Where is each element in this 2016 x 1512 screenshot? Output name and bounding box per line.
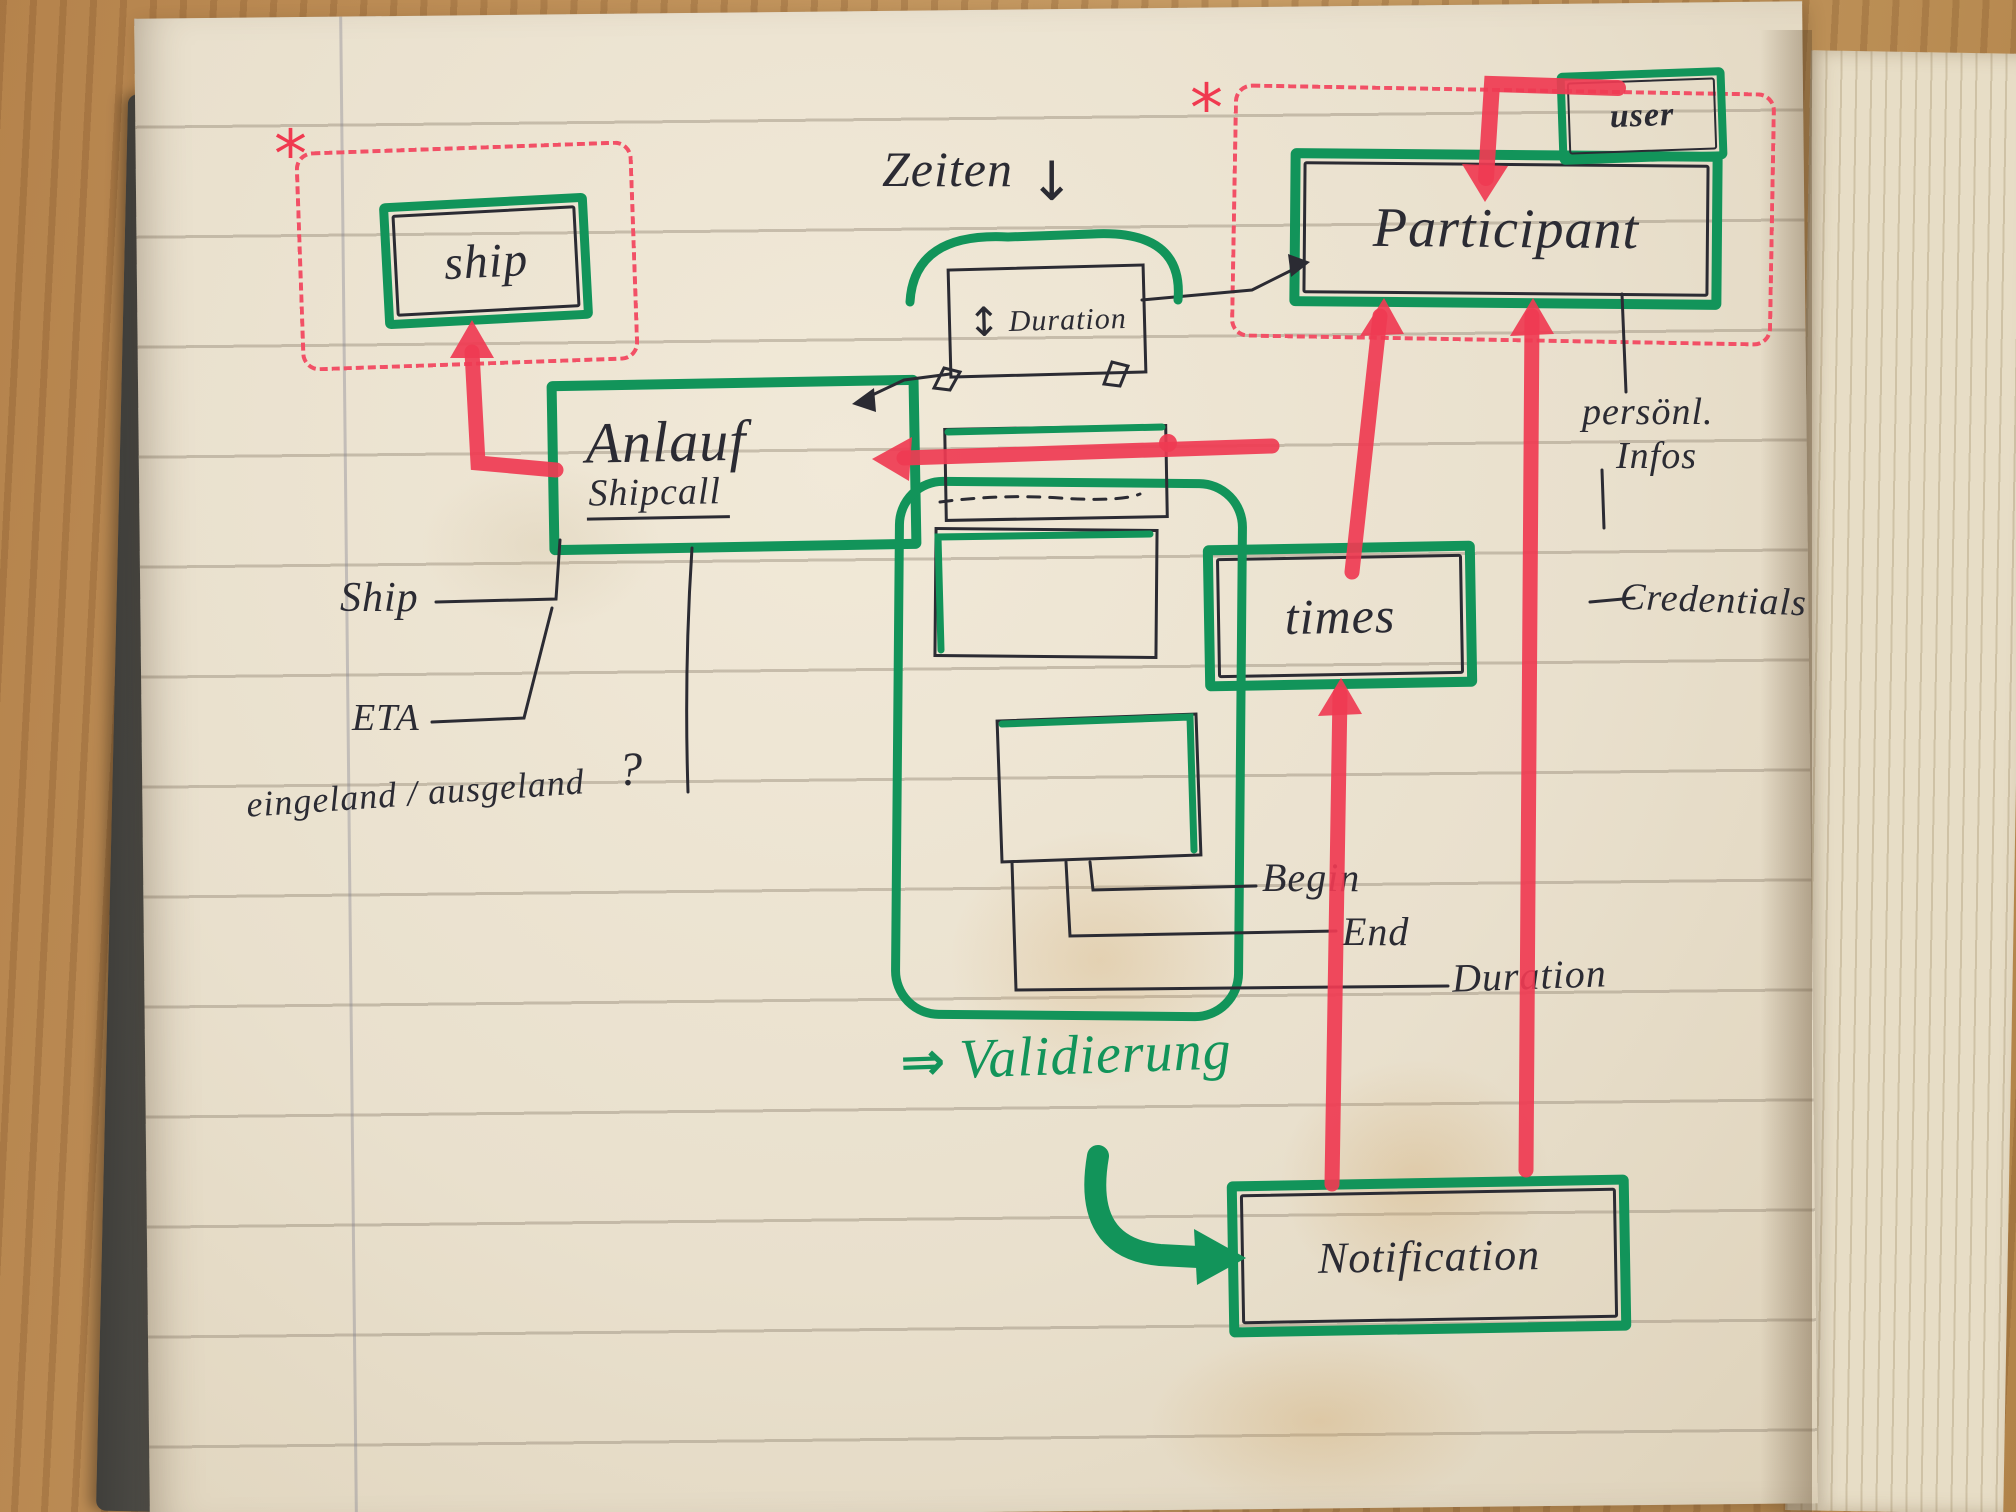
credentials-attribute-label: Credentials [1619,575,1808,625]
participant-entity-box: Participant [1289,148,1723,310]
notification-entity-label: Notification [1317,1229,1541,1283]
personal-info-label-line2: Infos [1616,435,1697,477]
time-slot-sketch-3 [995,712,1203,864]
shipcall-entity-sublabel: Shipcall [586,468,730,521]
user-entity-box: user [1556,67,1728,165]
anlauf-shipcall-entity-box: Anlauf Shipcall [546,374,922,556]
duration-entity-label: Duration [1008,301,1128,338]
ship-entity-inner-border: ship [391,205,581,317]
asterisk-ship: * [274,116,307,193]
page-stack-edge [1785,50,2016,1512]
question-mark-label: ? [618,743,643,796]
participant-entity-label: Participant [1372,196,1640,262]
personal-info-label-line1: persönl. [1582,391,1714,433]
times-entity-inner-border: times [1215,553,1465,679]
time-slot-sketch-1 [943,424,1169,522]
participant-entity-inner-border: Participant [1302,161,1710,297]
time-slot-sketch-2 [933,527,1159,659]
duration-attribute-label: Duration [1451,950,1608,1001]
end-attribute-label: End [1342,909,1410,954]
notification-entity-inner-border: Notification [1239,1187,1619,1325]
personal-info-annotation: persönl. Infos [1582,390,1714,478]
ship-entity-box: ship [378,192,594,330]
down-arrow-icon: ↓ [1028,150,1075,213]
ship-entity-label: ship [442,232,530,290]
ship-attribute-label: Ship [340,575,419,621]
validation-annotation: ⇒ Validierung [899,1018,1233,1094]
times-entity-label: times [1284,587,1396,645]
validation-label: Validierung [958,1019,1233,1091]
user-entity-label: user [1609,95,1675,136]
begin-attribute-label: Begin [1262,855,1361,900]
updown-arrow-icon: ↕ [966,299,1002,347]
page-curl-shadow [1760,30,1812,1512]
eta-attribute-label: ETA [352,697,420,739]
implies-arrow-icon: ⇒ [899,1028,947,1094]
notification-entity-box: Notification [1226,1174,1632,1338]
zeiten-label: Zeiten [882,141,1013,197]
anlauf-entity-inner: Anlauf Shipcall [559,387,910,543]
asterisk-participant: * [1190,70,1223,147]
user-entity-inner-border: user [1566,77,1718,155]
zeiten-annotation: Zeiten ↓ [882,140,1074,213]
duration-entity-box: ↕ Duration [946,263,1148,379]
anlauf-entity-label: Anlauf [585,407,747,476]
